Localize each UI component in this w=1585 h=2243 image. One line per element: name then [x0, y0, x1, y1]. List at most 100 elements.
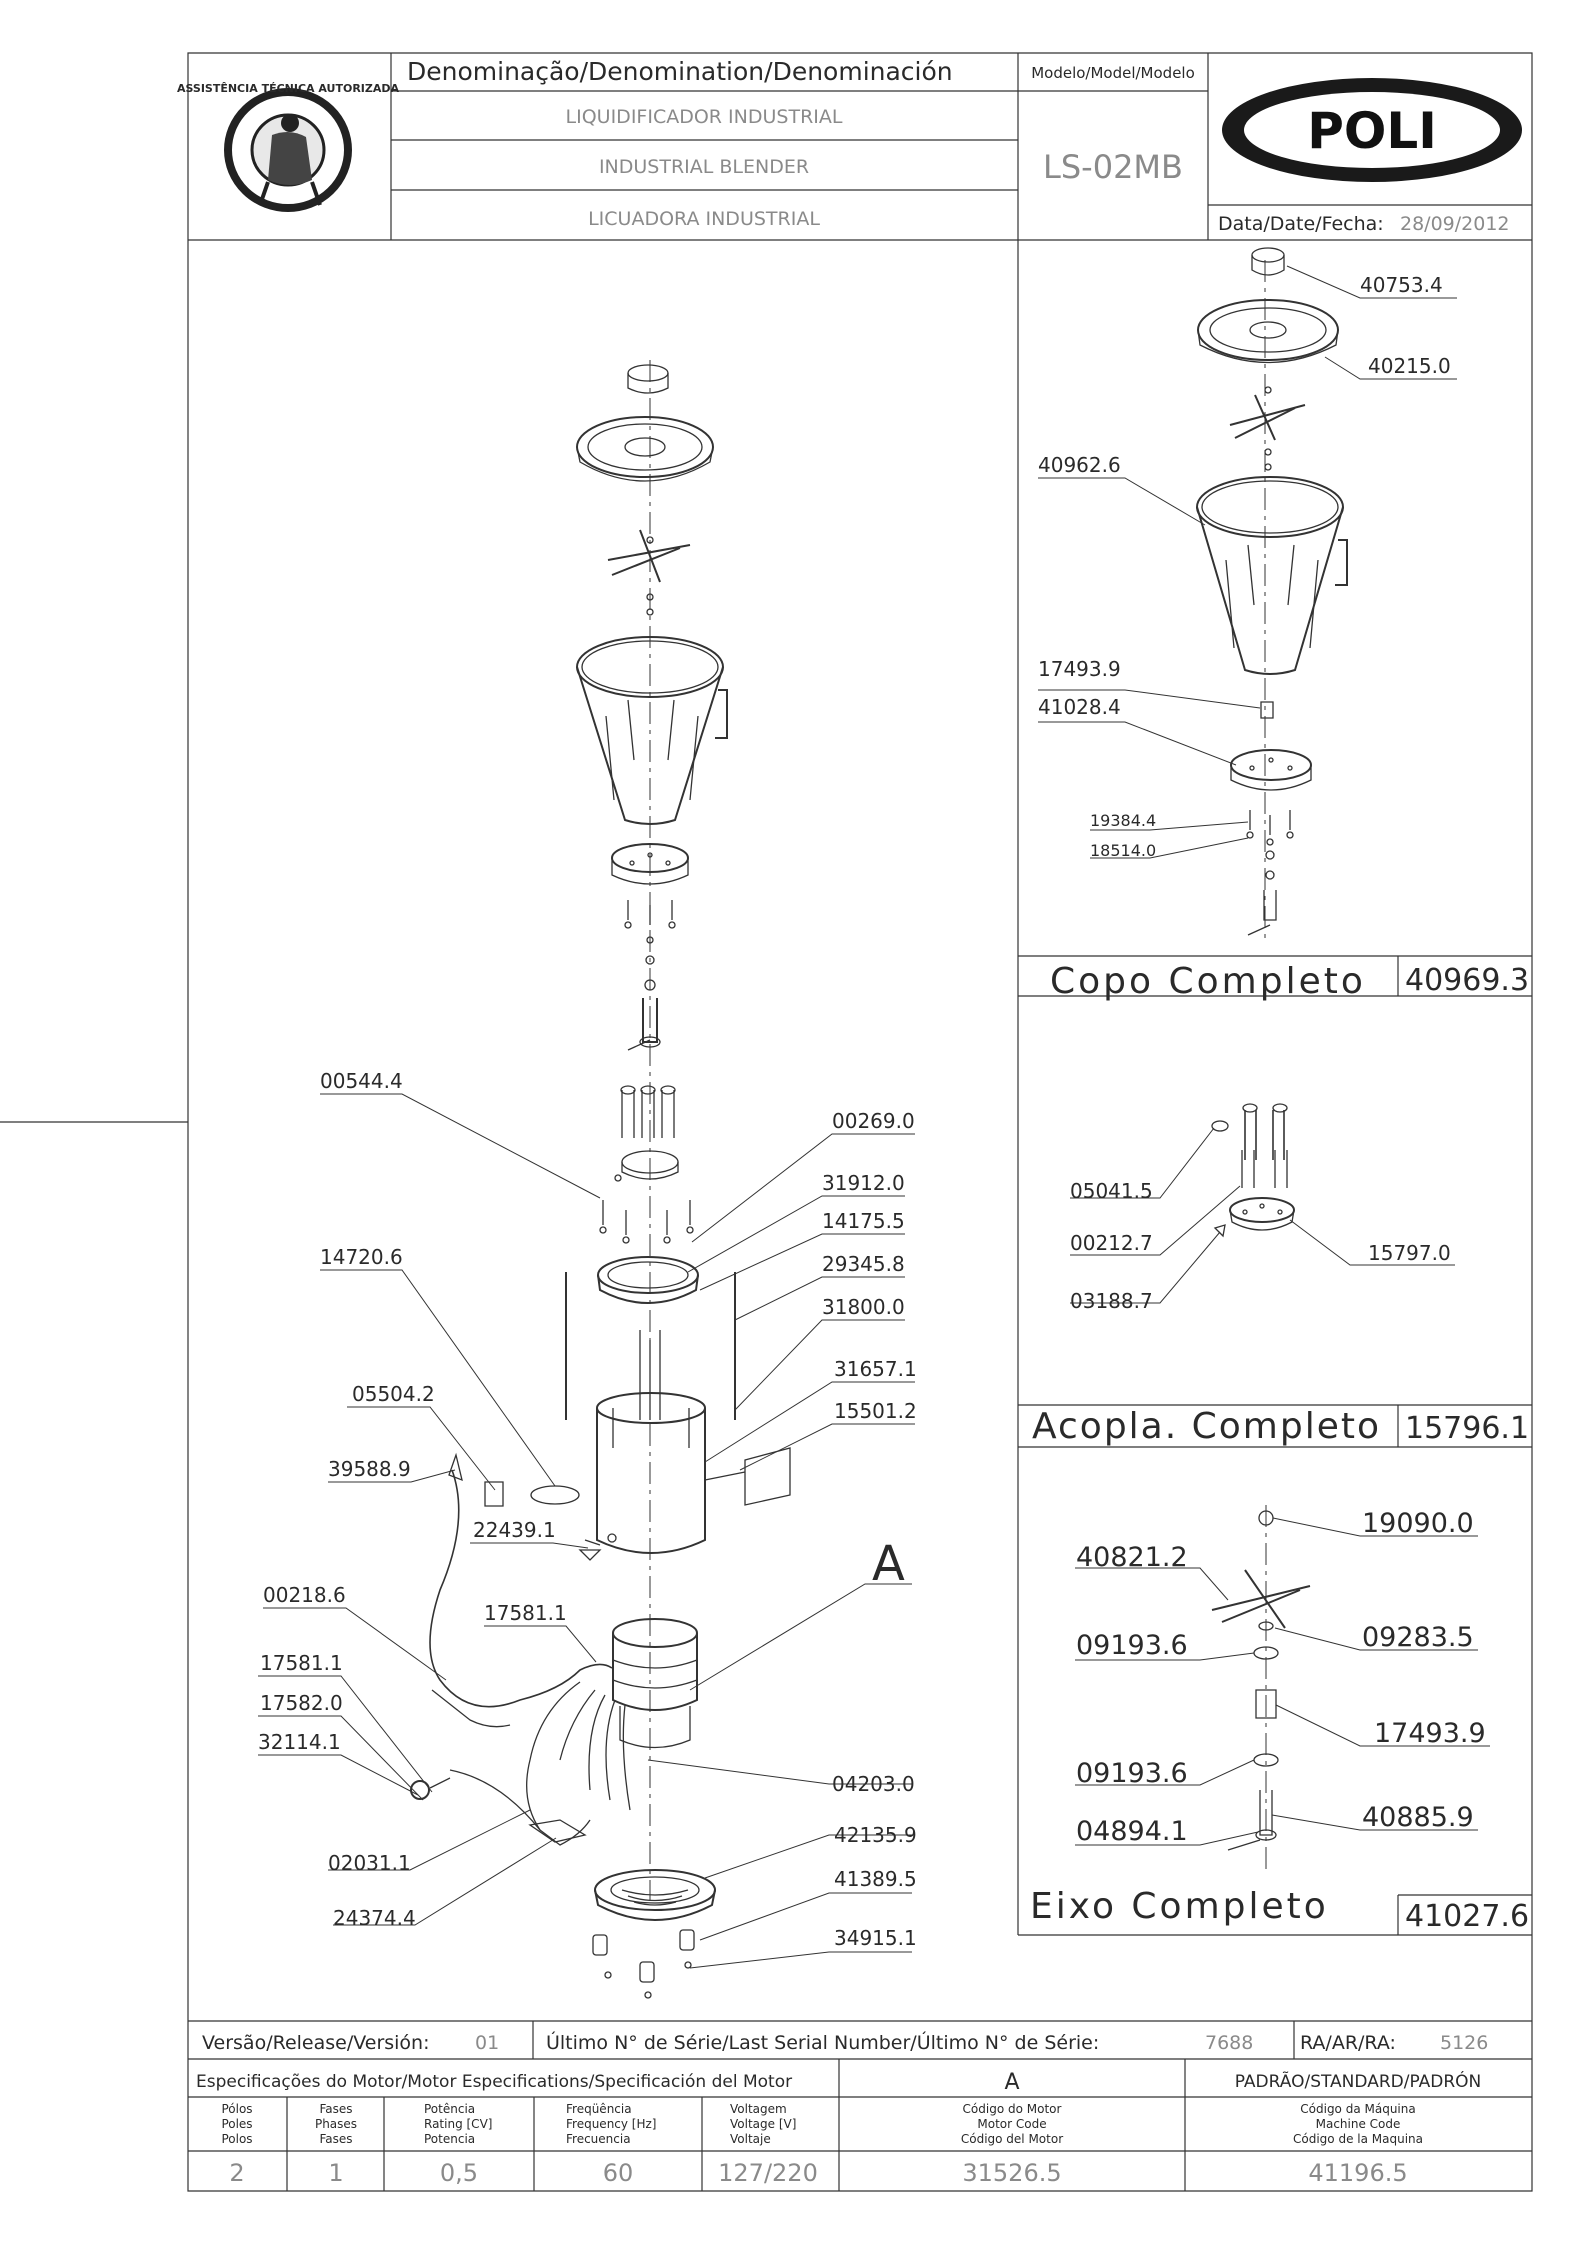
svg-text:Rating [CV]: Rating [CV] [424, 2117, 492, 2131]
col-fases-header: Fases Phases Fases [315, 2102, 357, 2146]
svg-text:Potencia: Potencia [424, 2132, 475, 2146]
acopla-title: Acopla. Completo [1032, 1406, 1381, 1447]
col-machine-code-header: Código da Máquina Machine Code Código de… [1293, 2102, 1423, 2146]
svg-text:Código del Motor: Código del Motor [961, 2132, 1063, 2146]
label-40753: 40753.4 [1360, 273, 1443, 297]
value-voltagem: 127/220 [718, 2159, 818, 2187]
copo-title: Copo Completo [1050, 961, 1366, 1002]
motor-spec-label: Especificações do Motor/Motor Especifica… [196, 2072, 792, 2092]
value-fases: 1 [328, 2159, 343, 2187]
copo-labels: 40753.4 40215.0 40962.6 17493.9 41028.4 … [1038, 273, 1529, 1002]
svg-text:Freqüência: Freqüência [566, 2102, 632, 2116]
svg-text:Voltaje: Voltaje [730, 2132, 771, 2146]
copo-drawing [1197, 248, 1347, 940]
value-motor-code: 31526.5 [962, 2159, 1061, 2187]
label-17582: 17582.0 [260, 1691, 343, 1715]
svg-text:Fases: Fases [319, 2132, 352, 2146]
label-42135: 42135.9 [834, 1823, 917, 1847]
label-04894: 04894.1 [1076, 1816, 1188, 1847]
serial-value: 7688 [1205, 2032, 1253, 2054]
ra-label: RA/AR/RA: [1300, 2032, 1396, 2054]
acopla-labels: 05041.5 00212.7 15797.0 03188.7 Acopla. … [1032, 1179, 1529, 1447]
marker-a: A [872, 1536, 905, 1592]
copo-code: 40969.3 [1405, 963, 1529, 998]
label-00218: 00218.6 [263, 1583, 346, 1607]
svg-text:Fases: Fases [319, 2102, 352, 2116]
label-41028: 41028.4 [1038, 695, 1121, 719]
label-00212: 00212.7 [1070, 1231, 1153, 1255]
poli-brand-text: POLI [1307, 102, 1437, 160]
acopla-code: 15796.1 [1405, 1411, 1529, 1446]
label-31912: 31912.0 [822, 1171, 905, 1195]
label-31800: 31800.0 [822, 1295, 905, 1319]
label-03188: 03188.7 [1070, 1289, 1153, 1313]
label-05041: 05041.5 [1070, 1179, 1153, 1203]
svg-text:Código da Máquina: Código da Máquina [1300, 2102, 1415, 2116]
svg-text:Código de la Maquina: Código de la Maquina [1293, 2132, 1423, 2146]
svg-text:Pólos: Pólos [221, 2102, 252, 2116]
label-15797: 15797.0 [1368, 1241, 1451, 1265]
main-part-labels: 00544.4 00269.0 31912.0 14175.5 14720.6 … [258, 1069, 917, 1950]
eixo-title: Eixo Completo [1030, 1886, 1329, 1927]
sheet-frame [0, 53, 1532, 2191]
standard-label: PADRÃO/STANDARD/PADRÓN [1235, 2070, 1482, 2092]
name-pt: LIQUIDIFICADOR INDUSTRIAL [566, 106, 843, 128]
seal-text: ASSISTÊNCIA TÉCNICA AUTORIZADA [177, 82, 400, 95]
label-09193-top: 09193.6 [1076, 1630, 1188, 1661]
label-39588: 39588.9 [328, 1457, 411, 1481]
title-block [188, 53, 1532, 240]
label-32114: 32114.1 [258, 1730, 341, 1754]
svg-text:Phases: Phases [315, 2117, 357, 2131]
eixo-drawing [1212, 1505, 1310, 1870]
label-29345: 29345.8 [822, 1252, 905, 1276]
svg-text:Frequency [Hz]: Frequency [Hz] [566, 2117, 657, 2131]
label-00544: 00544.4 [320, 1069, 403, 1093]
footer-text: Versão/Release/Versión: 01 Último N° de … [196, 2030, 1488, 2187]
svg-text:Polos: Polos [221, 2132, 252, 2146]
label-18514: 18514.0 [1090, 841, 1156, 860]
svg-text:Código do Motor: Código do Motor [963, 2102, 1062, 2116]
date-value: 28/09/2012 [1400, 213, 1510, 235]
label-02031: 02031.1 [328, 1851, 411, 1875]
version-label: Versão/Release/Versión: [202, 2032, 430, 2054]
svg-text:Poles: Poles [221, 2117, 252, 2131]
right-panels [1018, 240, 1532, 1935]
denomination-title: Denominação/Denomination/Denominación [407, 57, 953, 86]
label-04203: 04203.0 [832, 1772, 915, 1796]
ra-value: 5126 [1440, 2032, 1488, 2054]
label-34915: 34915.1 [834, 1926, 917, 1950]
label-40885: 40885.9 [1362, 1802, 1474, 1833]
label-17581-top: 17581.1 [484, 1601, 567, 1625]
copo-leaders [1038, 266, 1457, 858]
label-09283: 09283.5 [1362, 1622, 1474, 1653]
label-31657: 31657.1 [834, 1357, 917, 1381]
name-es: LICUADORA INDUSTRIAL [588, 208, 820, 230]
label-19090: 19090.0 [1362, 1508, 1474, 1539]
value-polos: 2 [229, 2159, 244, 2187]
main-leaders [258, 1094, 915, 1968]
label-09193-bottom: 09193.6 [1076, 1758, 1188, 1789]
serial-label: Último N° de Série/Last Serial Number/Úl… [546, 2030, 1099, 2054]
svg-text:Potência: Potência [424, 2102, 475, 2116]
svg-text:Motor Code: Motor Code [977, 2117, 1046, 2131]
col-freq-header: Freqüência Frequency [Hz] Frecuencia [566, 2102, 657, 2146]
footer-grid [188, 2021, 1532, 2191]
label-17581: 17581.1 [260, 1651, 343, 1675]
label-40821: 40821.2 [1076, 1542, 1188, 1573]
name-en: INDUSTRIAL BLENDER [599, 156, 809, 178]
version-value: 01 [475, 2032, 499, 2054]
acopla-leaders [1070, 1128, 1455, 1303]
model-label: Modelo/Model/Modelo [1031, 64, 1195, 82]
label-24374: 24374.4 [333, 1906, 416, 1930]
value-machine-code: 41196.5 [1308, 2159, 1407, 2187]
value-freq: 60 [603, 2159, 634, 2187]
main-exploded-view [411, 360, 790, 1998]
col-potencia-header: Potência Rating [CV] Potencia [424, 2102, 492, 2146]
col-polos-header: Pólos Poles Polos [221, 2102, 252, 2146]
label-15501: 15501.2 [834, 1399, 917, 1423]
col-motor-code-header: Código do Motor Motor Code Código del Mo… [961, 2102, 1063, 2146]
label-41389: 41389.5 [834, 1867, 917, 1891]
acopla-drawing [1212, 1104, 1294, 1236]
label-22439: 22439.1 [473, 1518, 556, 1542]
